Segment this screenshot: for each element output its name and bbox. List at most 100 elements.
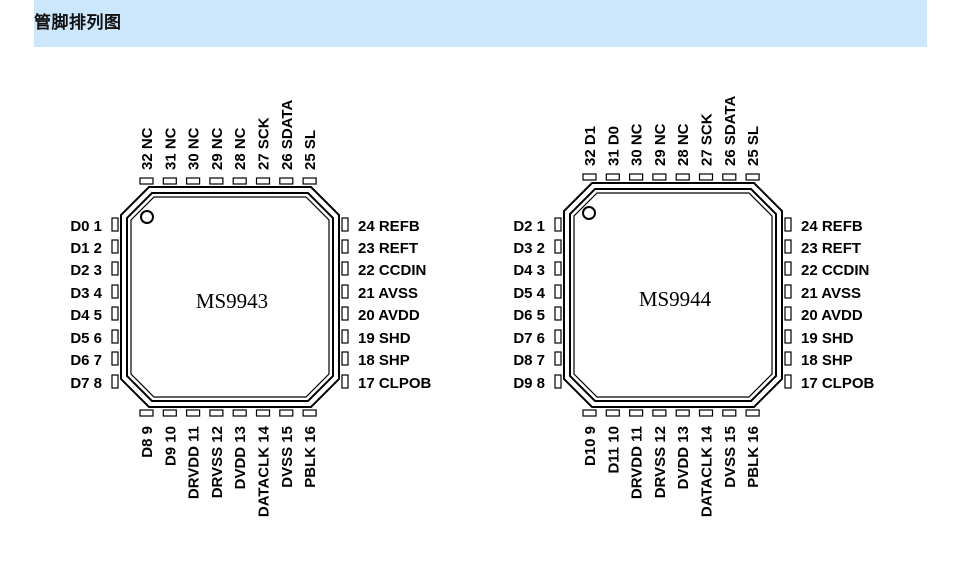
pin-pad [341,329,349,344]
right-pin-label: 17 CLPOB [801,375,875,392]
pin-pad [209,177,224,185]
header-bar: 管脚排列图 [34,0,927,47]
pin-pad [111,351,119,366]
pin-pad [111,329,119,344]
top-pin-label: 27 SCK [256,117,273,170]
pin-pad [554,374,562,389]
pin-pad [582,409,597,417]
pin-pad [341,351,349,366]
pin1-marker-icon [140,210,154,224]
top-pin-label: 30 NC [629,123,646,166]
pin-pad [341,284,349,299]
bottom-pin-label: DVDD 13 [675,426,692,489]
left-pin-label: D7 8 [70,375,102,392]
pin-pad [302,177,317,185]
pin-pad [139,177,154,185]
pin-pad [628,173,644,181]
pin-pad [341,374,349,389]
bottom-pin-label: D11 10 [605,426,622,474]
bottom-pin-label: DRVDD 11 [186,426,203,499]
left-pin-label: D4 3 [513,262,545,279]
pin-pad [554,351,562,366]
top-pin-label: 31 D0 [605,126,622,166]
pin-pad [652,173,667,181]
pin-pad [784,329,792,344]
pin-pad [784,239,792,254]
chip-body-inner-outline [126,192,334,402]
pin1-marker-icon [582,206,596,220]
pin-pad [722,409,737,417]
left-pin-label: D4 5 [70,307,102,324]
pin-pad [341,239,349,254]
pin-pad [784,351,792,366]
pin-pad [111,239,119,254]
bottom-pin-label: DATACLK 14 [699,425,716,517]
pin-pad [162,409,177,417]
bottom-pin-label: DVSS 15 [279,426,296,488]
pin-pad [111,284,119,299]
right-pin-label: 20 AVDD [358,307,420,324]
pin-pad [554,217,562,232]
top-pin-label: 32 D1 [582,126,599,166]
pin-pad [209,409,224,417]
right-pin-label: 24 REFB [358,218,420,235]
left-pin-label: D5 6 [70,330,102,347]
pin-pad [605,173,620,181]
pin-pad [186,177,201,185]
top-pin-label: 25 SL [302,130,319,170]
right-pin-label: 19 SHD [358,330,411,347]
pin-pad [255,409,271,417]
pin-pad [652,409,667,417]
top-pin-label: 26 SDATA [279,100,296,170]
right-pin-label: 18 SHP [358,352,410,369]
pin-pad [675,409,690,417]
chip-name: MS9943 [196,289,268,313]
pin-pad [255,177,271,185]
pin-pad [582,173,597,181]
bottom-pin-label: DRVSS 12 [652,426,669,498]
top-pin-label: 29 NC [652,123,669,166]
pin-pad [698,409,714,417]
bottom-pin-label: DVSS 15 [722,426,739,488]
right-pin-label: 20 AVDD [801,307,863,324]
chip-body-inner-outline [569,188,777,402]
pin-pad [745,409,760,417]
bottom-pin-label: DVDD 13 [232,426,249,489]
bottom-pin-label: PBLK 16 [302,426,319,488]
chip-body-outline [563,182,783,408]
left-pin-label: D6 7 [70,352,102,369]
pin-pad [784,261,792,276]
pin-pad [554,329,562,344]
left-pin-label: D5 4 [513,285,545,302]
pin-pad [698,173,714,181]
bottom-pin-label: DRVDD 11 [629,426,646,499]
pin-pad [554,284,562,299]
pin-pad [341,261,349,276]
pin-pad [186,409,201,417]
top-pin-label: 31 NC [162,127,179,170]
top-pin-label: 27 SCK [699,113,716,166]
right-pin-label: 23 REFT [358,240,418,257]
pin-pad [139,409,154,417]
left-pin-label: D3 2 [513,240,545,257]
right-pin-label: 23 REFT [801,240,861,257]
top-pin-label: 28 NC [675,123,692,166]
chip-body-core [130,196,330,398]
pin-pad [722,173,737,181]
right-pin-label: 22 CCDIN [358,262,426,279]
pin-pad [302,409,317,417]
pin-pad [784,217,792,232]
left-pin-label: D9 8 [513,375,545,392]
pin-pad [784,284,792,299]
top-pin-label: 30 NC [186,127,203,170]
chip-body-outline [120,186,340,408]
right-pin-label: 21 AVSS [358,285,418,302]
left-pin-label: D2 3 [70,262,102,279]
left-pin-label: D6 5 [513,307,545,324]
left-pin-label: D3 4 [70,285,102,302]
pin-pad [554,306,562,321]
right-pin-label: 17 CLPOB [358,375,432,392]
